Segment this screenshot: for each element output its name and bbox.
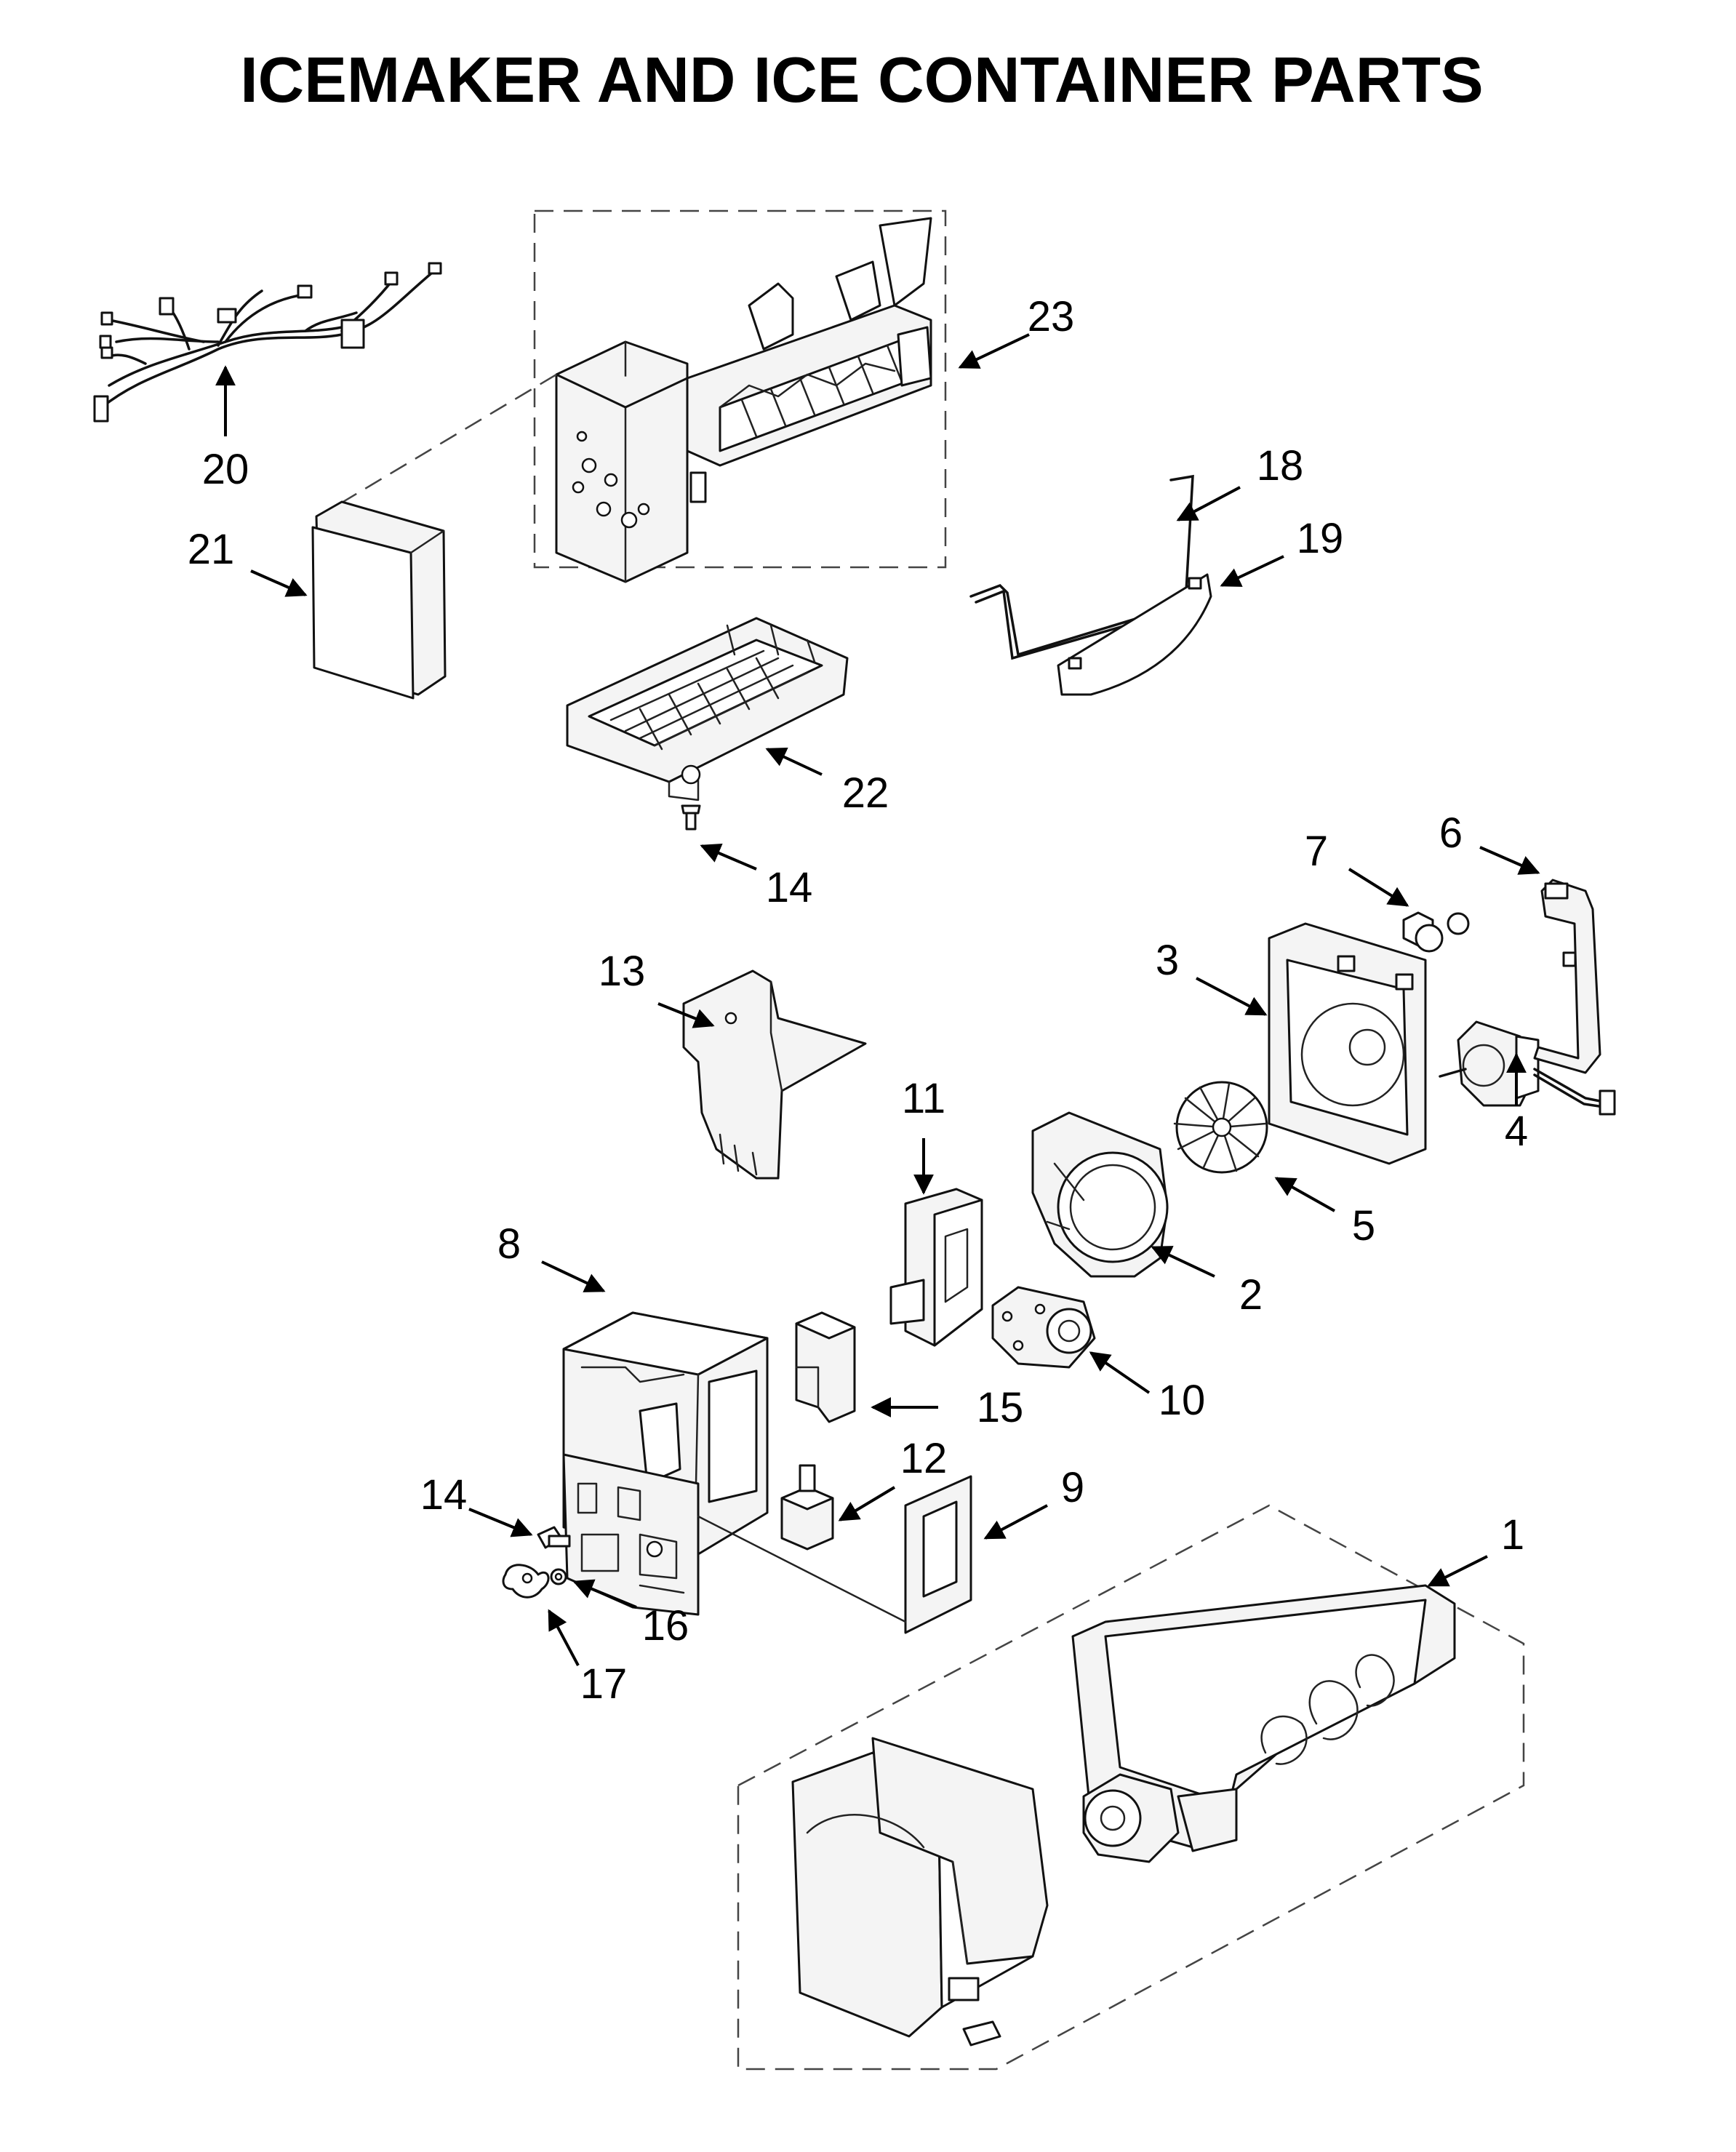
callout-21: 21 xyxy=(188,526,235,573)
auger-motor-drawing xyxy=(991,1286,1096,1369)
callouts: 20 23 18 19 21 22 14 6 7 3 4 13 11 5 2 8… xyxy=(188,293,1528,1708)
washer-drawing xyxy=(550,1568,567,1585)
screw-lower-drawing xyxy=(537,1526,571,1549)
callout-6: 6 xyxy=(1439,809,1463,857)
page-title: ICEMAKER AND ICE CONTAINER PARTS xyxy=(240,44,1484,116)
leader-lines xyxy=(215,333,1540,1666)
callout-4: 4 xyxy=(1505,1108,1528,1155)
bracket-drawing xyxy=(795,1311,856,1423)
callout-9: 9 xyxy=(1061,1464,1084,1511)
callout-22: 22 xyxy=(842,769,889,817)
shutoff-arm-drawing xyxy=(969,474,1194,660)
ice-mold-drawing xyxy=(566,617,849,801)
callout-11: 11 xyxy=(902,1075,945,1122)
callout-13: 13 xyxy=(599,948,646,995)
callout-23: 23 xyxy=(1028,293,1075,340)
motor-bracket-drawing xyxy=(1533,879,1601,1074)
fan-housing-drawing xyxy=(1268,922,1427,1165)
callout-12: 12 xyxy=(900,1435,948,1482)
callout-5: 5 xyxy=(1352,1202,1375,1249)
callout-10: 10 xyxy=(1159,1377,1206,1424)
grommet-drawing xyxy=(1402,911,1470,953)
callout-15: 15 xyxy=(977,1384,1024,1431)
wire-harness-drawing xyxy=(93,262,442,423)
callout-14-upper: 14 xyxy=(766,864,813,911)
ice-container-assembly-drawing xyxy=(737,1504,1525,2071)
solenoid-drawing xyxy=(780,1464,834,1551)
wing-nut-drawing xyxy=(502,1564,550,1599)
callout-16: 16 xyxy=(642,1602,689,1649)
gasket-frame-drawing xyxy=(904,1475,972,1634)
door-module-drawing xyxy=(889,1188,983,1347)
fan-shroud-drawing xyxy=(1031,1111,1169,1278)
fan-blade-drawing xyxy=(1173,1081,1268,1174)
callout-19: 19 xyxy=(1297,515,1344,562)
callout-14-lower: 14 xyxy=(420,1471,468,1519)
icemaker-cover-drawing xyxy=(311,500,447,700)
callout-18: 18 xyxy=(1257,442,1304,489)
callout-20: 20 xyxy=(202,446,249,493)
callout-2: 2 xyxy=(1239,1271,1263,1319)
callout-1: 1 xyxy=(1501,1511,1524,1559)
callout-3: 3 xyxy=(1156,937,1179,984)
callout-8: 8 xyxy=(497,1220,521,1268)
ice-chute-cover-drawing xyxy=(682,969,867,1180)
callout-17: 17 xyxy=(580,1660,628,1708)
screw-upper-drawing xyxy=(681,804,701,831)
icemaker-assembly-drawing xyxy=(533,209,947,583)
connector-line-2 xyxy=(697,1515,907,1623)
ice-level-paddle-drawing xyxy=(1057,573,1212,696)
connector-line xyxy=(330,373,557,511)
dispenser-housing-drawing xyxy=(562,1311,769,1616)
callout-7: 7 xyxy=(1305,828,1328,875)
